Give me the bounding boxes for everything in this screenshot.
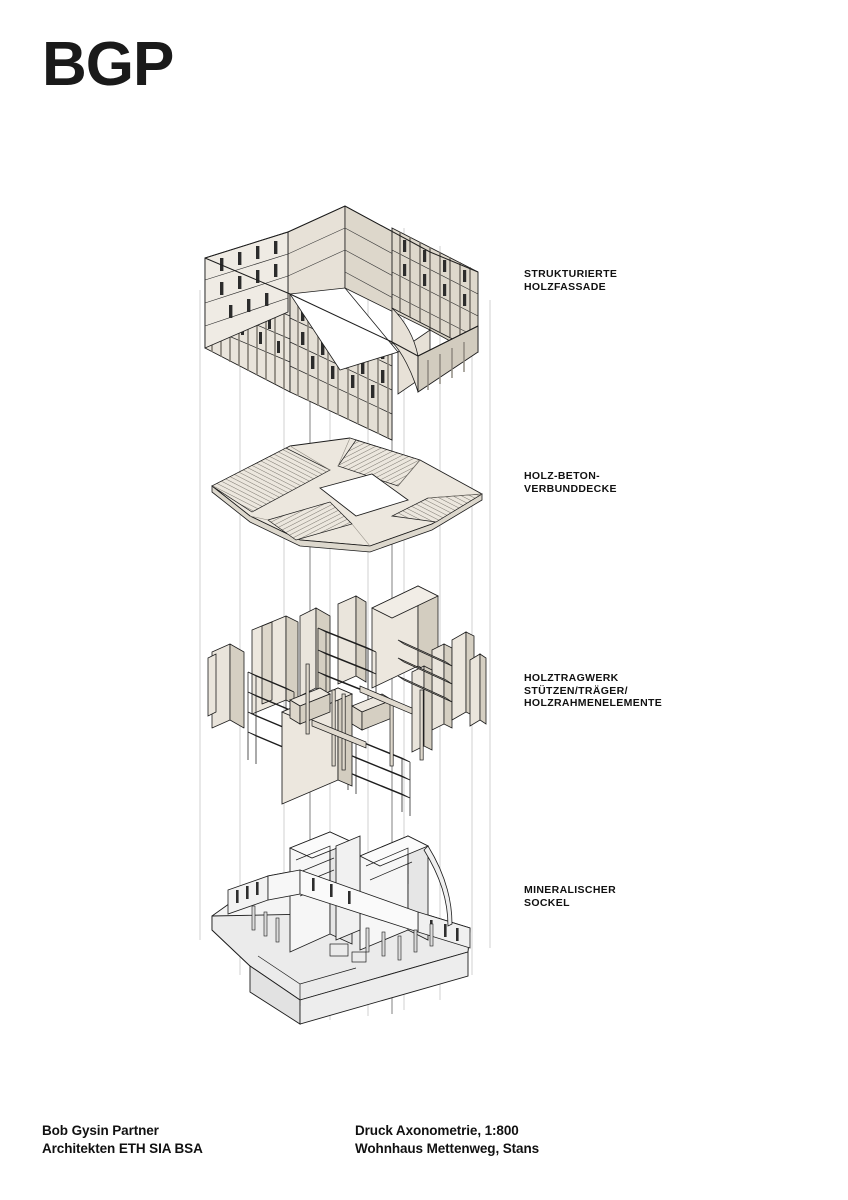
sheet-footer: Bob Gysin Partner Architekten ETH SIA BS… xyxy=(0,1122,848,1182)
layer-strukturierte-holzfassade xyxy=(204,205,479,441)
layer-mineralischer-sockel xyxy=(211,831,471,1025)
facade-courtyard-void xyxy=(289,287,399,371)
bgp-logo: BGP xyxy=(42,30,174,99)
label-holztragwerk: HOLZTRAGWERK STÜTZEN/TRÄGER/ HOLZRAHMENE… xyxy=(524,672,663,710)
sockel-curved-wall xyxy=(423,845,453,927)
layer-holz-beton-verbunddecke xyxy=(211,437,483,553)
facade-plane-back-left xyxy=(204,231,289,349)
sockel-basement-lines xyxy=(257,943,367,1006)
timber-wall-fins-far-right xyxy=(469,653,487,727)
sockel-plinth-right-face xyxy=(299,951,469,1025)
layer-holztragwerk xyxy=(207,585,487,816)
facade-top-edges xyxy=(204,205,479,357)
label-holz-beton-verbunddecke: HOLZ-BETON- VERBUNDDECKE xyxy=(524,470,617,495)
timber-courtyard-beams xyxy=(311,685,413,749)
label-strukturierte-holzfassade: STRUKTURIERTE HOLZFASSADE xyxy=(524,268,618,293)
timber-wall-fin-left-outer xyxy=(207,653,217,717)
label-mineralischer-sockel: MINERALISCHER SOCKEL xyxy=(524,884,617,909)
footer-office-name: Bob Gysin Partner Architekten ETH SIA BS… xyxy=(42,1123,203,1156)
footer-drawing-title: Druck Axonometrie, 1:800 Wohnhaus Metten… xyxy=(355,1123,540,1156)
timber-wall-panels-back-centre xyxy=(299,595,367,697)
sockel-columns xyxy=(251,905,434,961)
slab-courtyard-void xyxy=(319,473,409,517)
